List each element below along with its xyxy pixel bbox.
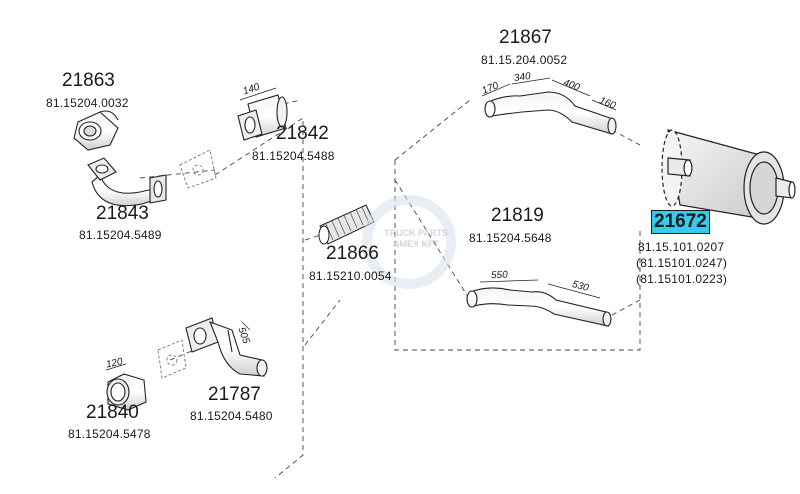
watermark-text: TRUCK PARTS AMEX KFT bbox=[384, 228, 448, 249]
part-code-21672-alt1: (81.15101.0247) bbox=[636, 256, 728, 270]
part-code-21842: 81.15204.5488 bbox=[252, 149, 335, 163]
part-code-21863: 81.15204.0032 bbox=[46, 96, 129, 110]
part-drawing-21867 bbox=[481, 77, 617, 135]
gasket-drawing-upper bbox=[179, 149, 217, 189]
part-number-21863: 21863 bbox=[62, 70, 115, 91]
part-code-21819: 81.15204.5648 bbox=[469, 231, 552, 245]
watermark-ring bbox=[362, 195, 456, 289]
part-number-21840: 21840 bbox=[86, 402, 139, 423]
gasket-drawing-lower bbox=[157, 339, 187, 379]
part-drawing-21863 bbox=[73, 110, 119, 151]
part-number-21819: 21819 bbox=[491, 205, 544, 226]
part-code-21843: 81.15204.5489 bbox=[79, 228, 162, 242]
part-number-21867: 21867 bbox=[499, 27, 552, 48]
part-code-21672-alt2: (81.15101.0223) bbox=[636, 272, 728, 286]
part-drawing-21672 bbox=[661, 129, 796, 225]
part-code-21866: 81.15210.0054 bbox=[309, 269, 392, 283]
part-drawing-21819 bbox=[466, 279, 612, 327]
part-drawing-21787 bbox=[185, 317, 268, 377]
dimension-550: 550 bbox=[490, 269, 508, 282]
part-code-21840: 81.15204.5478 bbox=[68, 427, 151, 441]
part-drawing-21843 bbox=[87, 157, 167, 207]
part-number-21843: 21843 bbox=[96, 203, 149, 224]
part-drawing-21840 bbox=[105, 363, 147, 411]
part-drawing-21842 bbox=[237, 87, 288, 141]
part-number-21866: 21866 bbox=[326, 243, 379, 264]
part-code-21867: 81.15.204.0052 bbox=[481, 53, 568, 67]
part-number-21842: 21842 bbox=[276, 123, 329, 144]
part-number-21672-highlighted: 21672 bbox=[651, 210, 710, 234]
part-number-21787: 21787 bbox=[208, 384, 261, 405]
dimension-340: 340 bbox=[513, 70, 532, 85]
part-code-21787: 81.15204.5480 bbox=[190, 409, 273, 423]
part-code-21672: 81.15.101.0207 bbox=[638, 240, 725, 254]
